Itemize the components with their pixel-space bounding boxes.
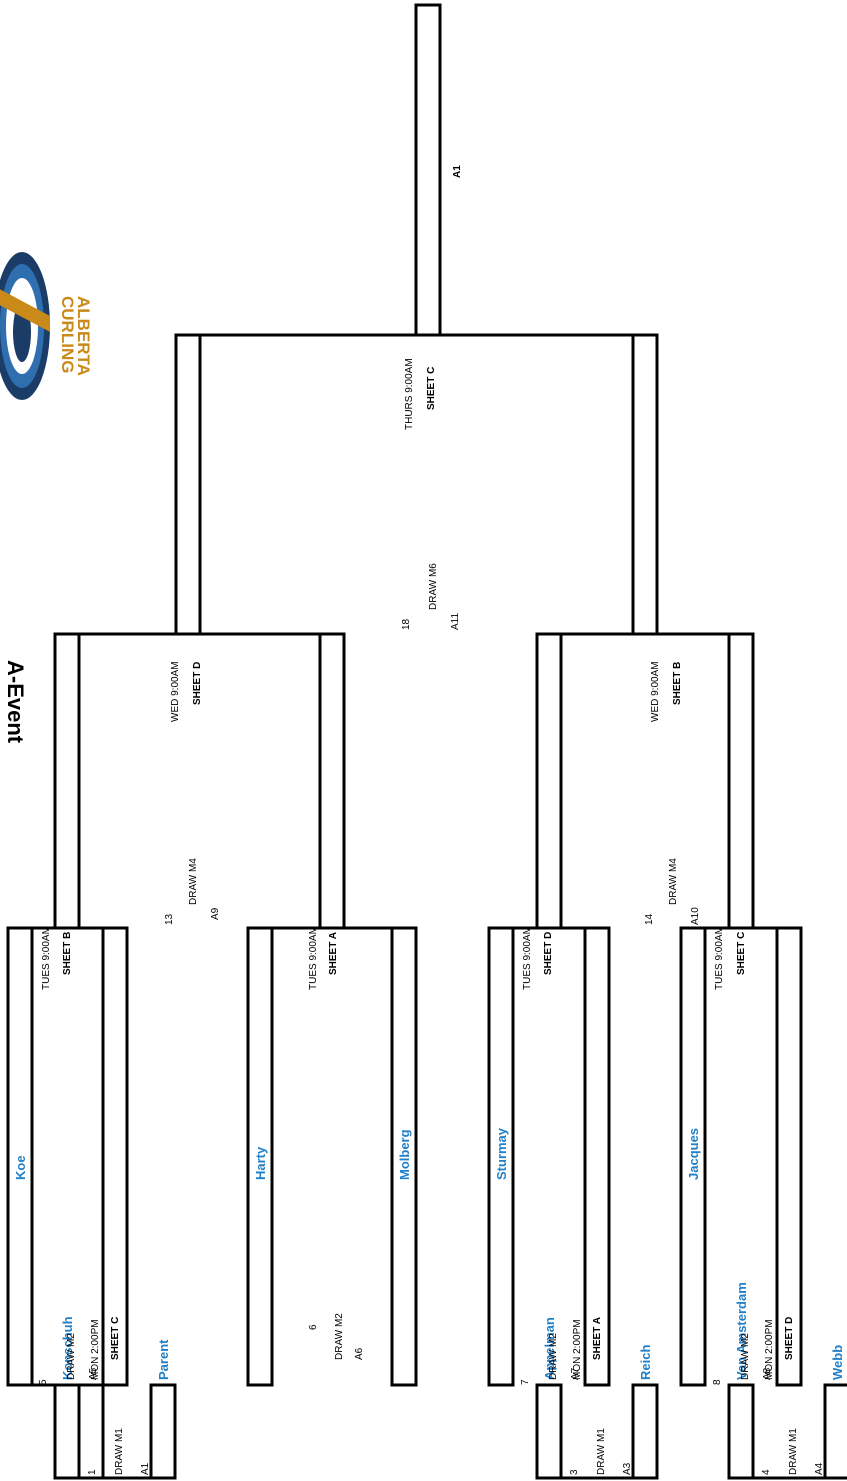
team-name: Appelman — [542, 1317, 557, 1380]
game-3 — [535, 1383, 659, 1480]
game-code: A1 — [140, 1462, 151, 1475]
team-name: Konschuh — [60, 1316, 75, 1380]
game-code: A5 — [88, 1367, 99, 1380]
game-8 — [679, 926, 803, 1387]
game-5-info: 5 DRAW M2 A5 TUES 9:00AM SHEET B — [38, 926, 99, 1385]
game-time: MON 2:00PM — [90, 1319, 101, 1380]
team-name: Van Amsterdam — [734, 1282, 749, 1380]
game-7-info: 7 DRAW M2 A7 TUES 9:00AM SHEET D — [520, 926, 581, 1385]
logo-text-alberta: ALBERTA — [74, 296, 93, 376]
draw-label: DRAW M2 — [334, 1313, 345, 1360]
game-number: 7 — [520, 1379, 531, 1385]
game-5 — [6, 926, 129, 1478]
game-code: A11 — [450, 613, 461, 630]
game-8-info: 8 DRAW M2 A8 TUES 9:00AM SHEET C — [712, 926, 773, 1385]
game-time: THURS 9:00AM — [404, 358, 415, 430]
sheet-label: SHEET D — [784, 1317, 795, 1360]
game-6 — [246, 926, 418, 1387]
game-7 — [487, 926, 611, 1387]
team-name: Molberg — [397, 1129, 412, 1180]
game-number: 6 — [308, 1324, 319, 1330]
draw-label: DRAW M6 — [428, 563, 439, 610]
game-time: TUES 9:00AM — [41, 926, 52, 990]
logo-text-curling: CURLING — [58, 296, 77, 373]
page-title: A-Event — [3, 660, 28, 744]
game-13-info: 13 DRAW M4 A9 WED 9:00AM SHEET D — [164, 661, 221, 925]
game-14-info: 14 DRAW M4 A10 WED 9:00AM SHEET B — [644, 661, 701, 925]
game-code: A7 — [570, 1367, 581, 1380]
sheet-label: SHEET C — [426, 367, 437, 410]
team-name: Koe — [13, 1155, 28, 1180]
sheet-label: SHEET C — [736, 932, 747, 975]
draw-label: DRAW M2 — [548, 1333, 559, 1380]
game-number: 3 — [569, 1469, 580, 1475]
game-code: A8 — [762, 1367, 773, 1380]
game-4 — [727, 1383, 847, 1480]
game-number: 14 — [644, 913, 655, 925]
team-name: Jacques — [686, 1128, 701, 1180]
game-6-info: 6 DRAW M2 A6 TUES 9:00AM SHEET A — [308, 926, 365, 1360]
game-code: A6 — [354, 1347, 365, 1360]
game-time: MON 2:00PM — [764, 1319, 775, 1380]
final-code: A1 — [452, 165, 463, 178]
sheet-label: SHEET D — [543, 932, 554, 975]
game-14 — [535, 632, 755, 930]
game-time: WED 9:00AM — [650, 661, 661, 722]
game-18-info: 18 DRAW M6 A11 THURS 9:00AM SHEET C — [401, 358, 461, 630]
game-time: TUES 9:00AM — [308, 926, 319, 990]
final-box — [414, 3, 442, 337]
team-name: Reich — [638, 1345, 653, 1380]
sheet-label: SHEET A — [592, 1317, 603, 1360]
team-name: Webb — [830, 1345, 845, 1380]
team-name: Parent — [156, 1339, 171, 1380]
draw-label: DRAW M4 — [188, 858, 199, 905]
sheet-label: SHEET B — [672, 662, 683, 705]
game-number: 8 — [712, 1379, 723, 1385]
sheet-label: SHEET C — [110, 1317, 121, 1360]
game-code: A9 — [210, 907, 221, 920]
game-18 — [174, 333, 659, 636]
game-3-info: 3 DRAW M1 A3 MON 2:00PM SHEET A — [569, 1317, 633, 1475]
sheet-label: SHEET B — [62, 932, 73, 975]
draw-label: DRAW M4 — [668, 858, 679, 905]
game-time: TUES 9:00AM — [714, 926, 725, 990]
game-number: 4 — [761, 1469, 772, 1475]
sheet-label: SHEET D — [192, 662, 203, 705]
game-time: MON 2:00PM — [572, 1319, 583, 1380]
draw-label: DRAW M1 — [788, 1428, 799, 1475]
game-number: 13 — [164, 913, 175, 925]
draw-label: DRAW M1 — [596, 1428, 607, 1475]
game-4-info: 4 DRAW M1 A4 MON 2:00PM SHEET D — [761, 1317, 825, 1475]
draw-label: DRAW M2 — [66, 1333, 77, 1380]
game-number: 18 — [401, 618, 412, 630]
draw-label: DRAW M1 — [114, 1428, 125, 1475]
curling-alberta-logo: CURLING ALBERTA — [0, 252, 93, 400]
sheet-label: SHEET A — [328, 932, 339, 975]
game-code: A10 — [690, 907, 701, 925]
game-time: TUES 9:00AM — [522, 926, 533, 990]
team-name: Sturmay — [494, 1127, 509, 1180]
draw-label: DRAW M2 — [740, 1333, 751, 1380]
team-name: Harty — [253, 1146, 268, 1180]
game-code: A4 — [814, 1462, 825, 1475]
game-number: 5 — [38, 1379, 49, 1385]
game-time: WED 9:00AM — [170, 661, 181, 722]
game-code: A3 — [622, 1462, 633, 1475]
game-1-info: 1 DRAW M1 A1 MON 2:00PM SHEET C — [87, 1317, 151, 1475]
game-number: 1 — [87, 1469, 98, 1475]
